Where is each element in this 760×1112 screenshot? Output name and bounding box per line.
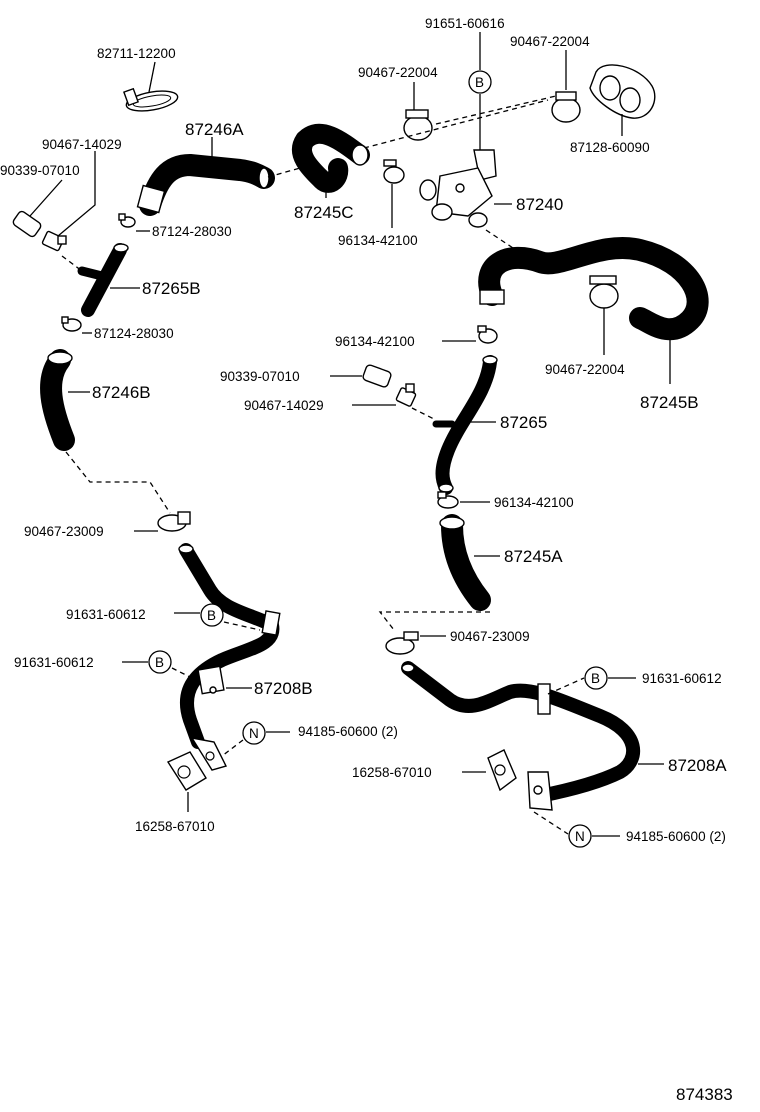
band-clamp-82711-12200 xyxy=(123,87,179,112)
clamp-96134-42100-low xyxy=(437,491,459,509)
label-16258-67010-right: 16258-67010 xyxy=(352,765,432,780)
label-90467-22004-mid: 90467-22004 xyxy=(358,65,438,80)
label-87245A: 87245A xyxy=(504,547,563,566)
gasket-16258-67010-left xyxy=(166,737,228,791)
label-90467-23009-right: 90467-23009 xyxy=(450,629,530,644)
label-87208B: 87208B xyxy=(254,679,313,698)
label-87265B: 87265B xyxy=(142,279,201,298)
label-90339-07010-left: 90339-07010 xyxy=(0,163,80,178)
clamp-90467-22004-top-right xyxy=(551,91,581,123)
clamp-90467-23009-left xyxy=(157,511,191,532)
clamp-96134-42100-top xyxy=(383,159,405,184)
label-87265: 87265 xyxy=(500,413,547,432)
hose-87245C xyxy=(292,123,370,193)
label-87246B: 87246B xyxy=(92,383,151,402)
badge-b-left-upper: B xyxy=(207,608,216,623)
badge-b-left-lower: B xyxy=(155,655,164,670)
label-16258-67010-left: 16258-67010 xyxy=(135,819,215,834)
hose-87245A xyxy=(439,514,491,611)
badge-n-left: N xyxy=(249,726,259,741)
clamp-96134-42100-mid xyxy=(477,325,498,344)
clip-90467-14029-right xyxy=(395,383,417,407)
label-91631-60612-right: 91631-60612 xyxy=(642,671,722,686)
pipe-87265B xyxy=(77,243,129,317)
label-82711-12200: 82711-12200 xyxy=(97,46,176,61)
pipe-87208B xyxy=(178,543,281,749)
label-90467-22004-top: 90467-22004 xyxy=(510,34,590,49)
hose-plug-90339-07010-right xyxy=(362,364,392,388)
label-90467-22004-right: 90467-22004 xyxy=(545,362,625,377)
label-96134-42100-low: 96134-42100 xyxy=(494,495,574,510)
badge-b-right: B xyxy=(591,671,600,686)
label-87246A: 87246A xyxy=(185,120,244,139)
label-87245C: 87245C xyxy=(294,203,354,222)
label-90467-14029-left: 90467-14029 xyxy=(42,137,122,152)
label-90467-14029-right: 90467-14029 xyxy=(244,398,324,413)
label-91631-60612-left-lower: 91631-60612 xyxy=(14,655,94,670)
hose-87246B xyxy=(40,349,75,451)
gasket-16258-67010-right xyxy=(487,749,517,792)
label-90339-07010-right: 90339-07010 xyxy=(220,369,300,384)
label-87124-28030-top: 87124-28030 xyxy=(152,224,232,239)
label-94185-60600-left: 94185-60600 (2) xyxy=(298,724,398,739)
label-87245B: 87245B xyxy=(640,393,699,412)
clamp-87124-28030-top xyxy=(118,213,136,228)
label-90467-23009-left: 90467-23009 xyxy=(24,524,104,539)
label-91631-60612-left-upper: 91631-60612 xyxy=(66,607,146,622)
label-96134-42100-mid: 96134-42100 xyxy=(335,334,415,349)
diagram-id: 874383 xyxy=(676,1085,733,1104)
label-94185-60600-right: 94185-60600 (2) xyxy=(626,829,726,844)
label-87208A: 87208A xyxy=(668,756,727,775)
water-valve-87240 xyxy=(419,149,497,228)
badge-n-right: N xyxy=(575,829,585,844)
clip-90467-14029-left xyxy=(41,230,67,252)
clamp-90467-22004-right xyxy=(589,275,619,309)
clamp-90467-23009-right xyxy=(385,631,419,655)
label-91651-60616: 91651-60616 xyxy=(425,16,505,31)
hose-plug-90339-07010-left xyxy=(12,210,42,238)
hose-87246A xyxy=(136,154,275,216)
badge-b-top: B xyxy=(475,75,484,90)
label-87240: 87240 xyxy=(516,195,563,214)
pipe-87265 xyxy=(432,355,498,495)
grommet-87128-60090 xyxy=(589,64,656,119)
label-96134-42100-top: 96134-42100 xyxy=(338,233,418,248)
hose-87245B xyxy=(478,237,709,341)
clamp-87124-28030-bottom xyxy=(61,316,82,332)
pipe-87208A xyxy=(401,661,641,811)
clamp-90467-22004-top-mid xyxy=(403,109,433,141)
label-87124-28030-bottom: 87124-28030 xyxy=(94,326,174,341)
label-87128-60090: 87128-60090 xyxy=(570,140,650,155)
